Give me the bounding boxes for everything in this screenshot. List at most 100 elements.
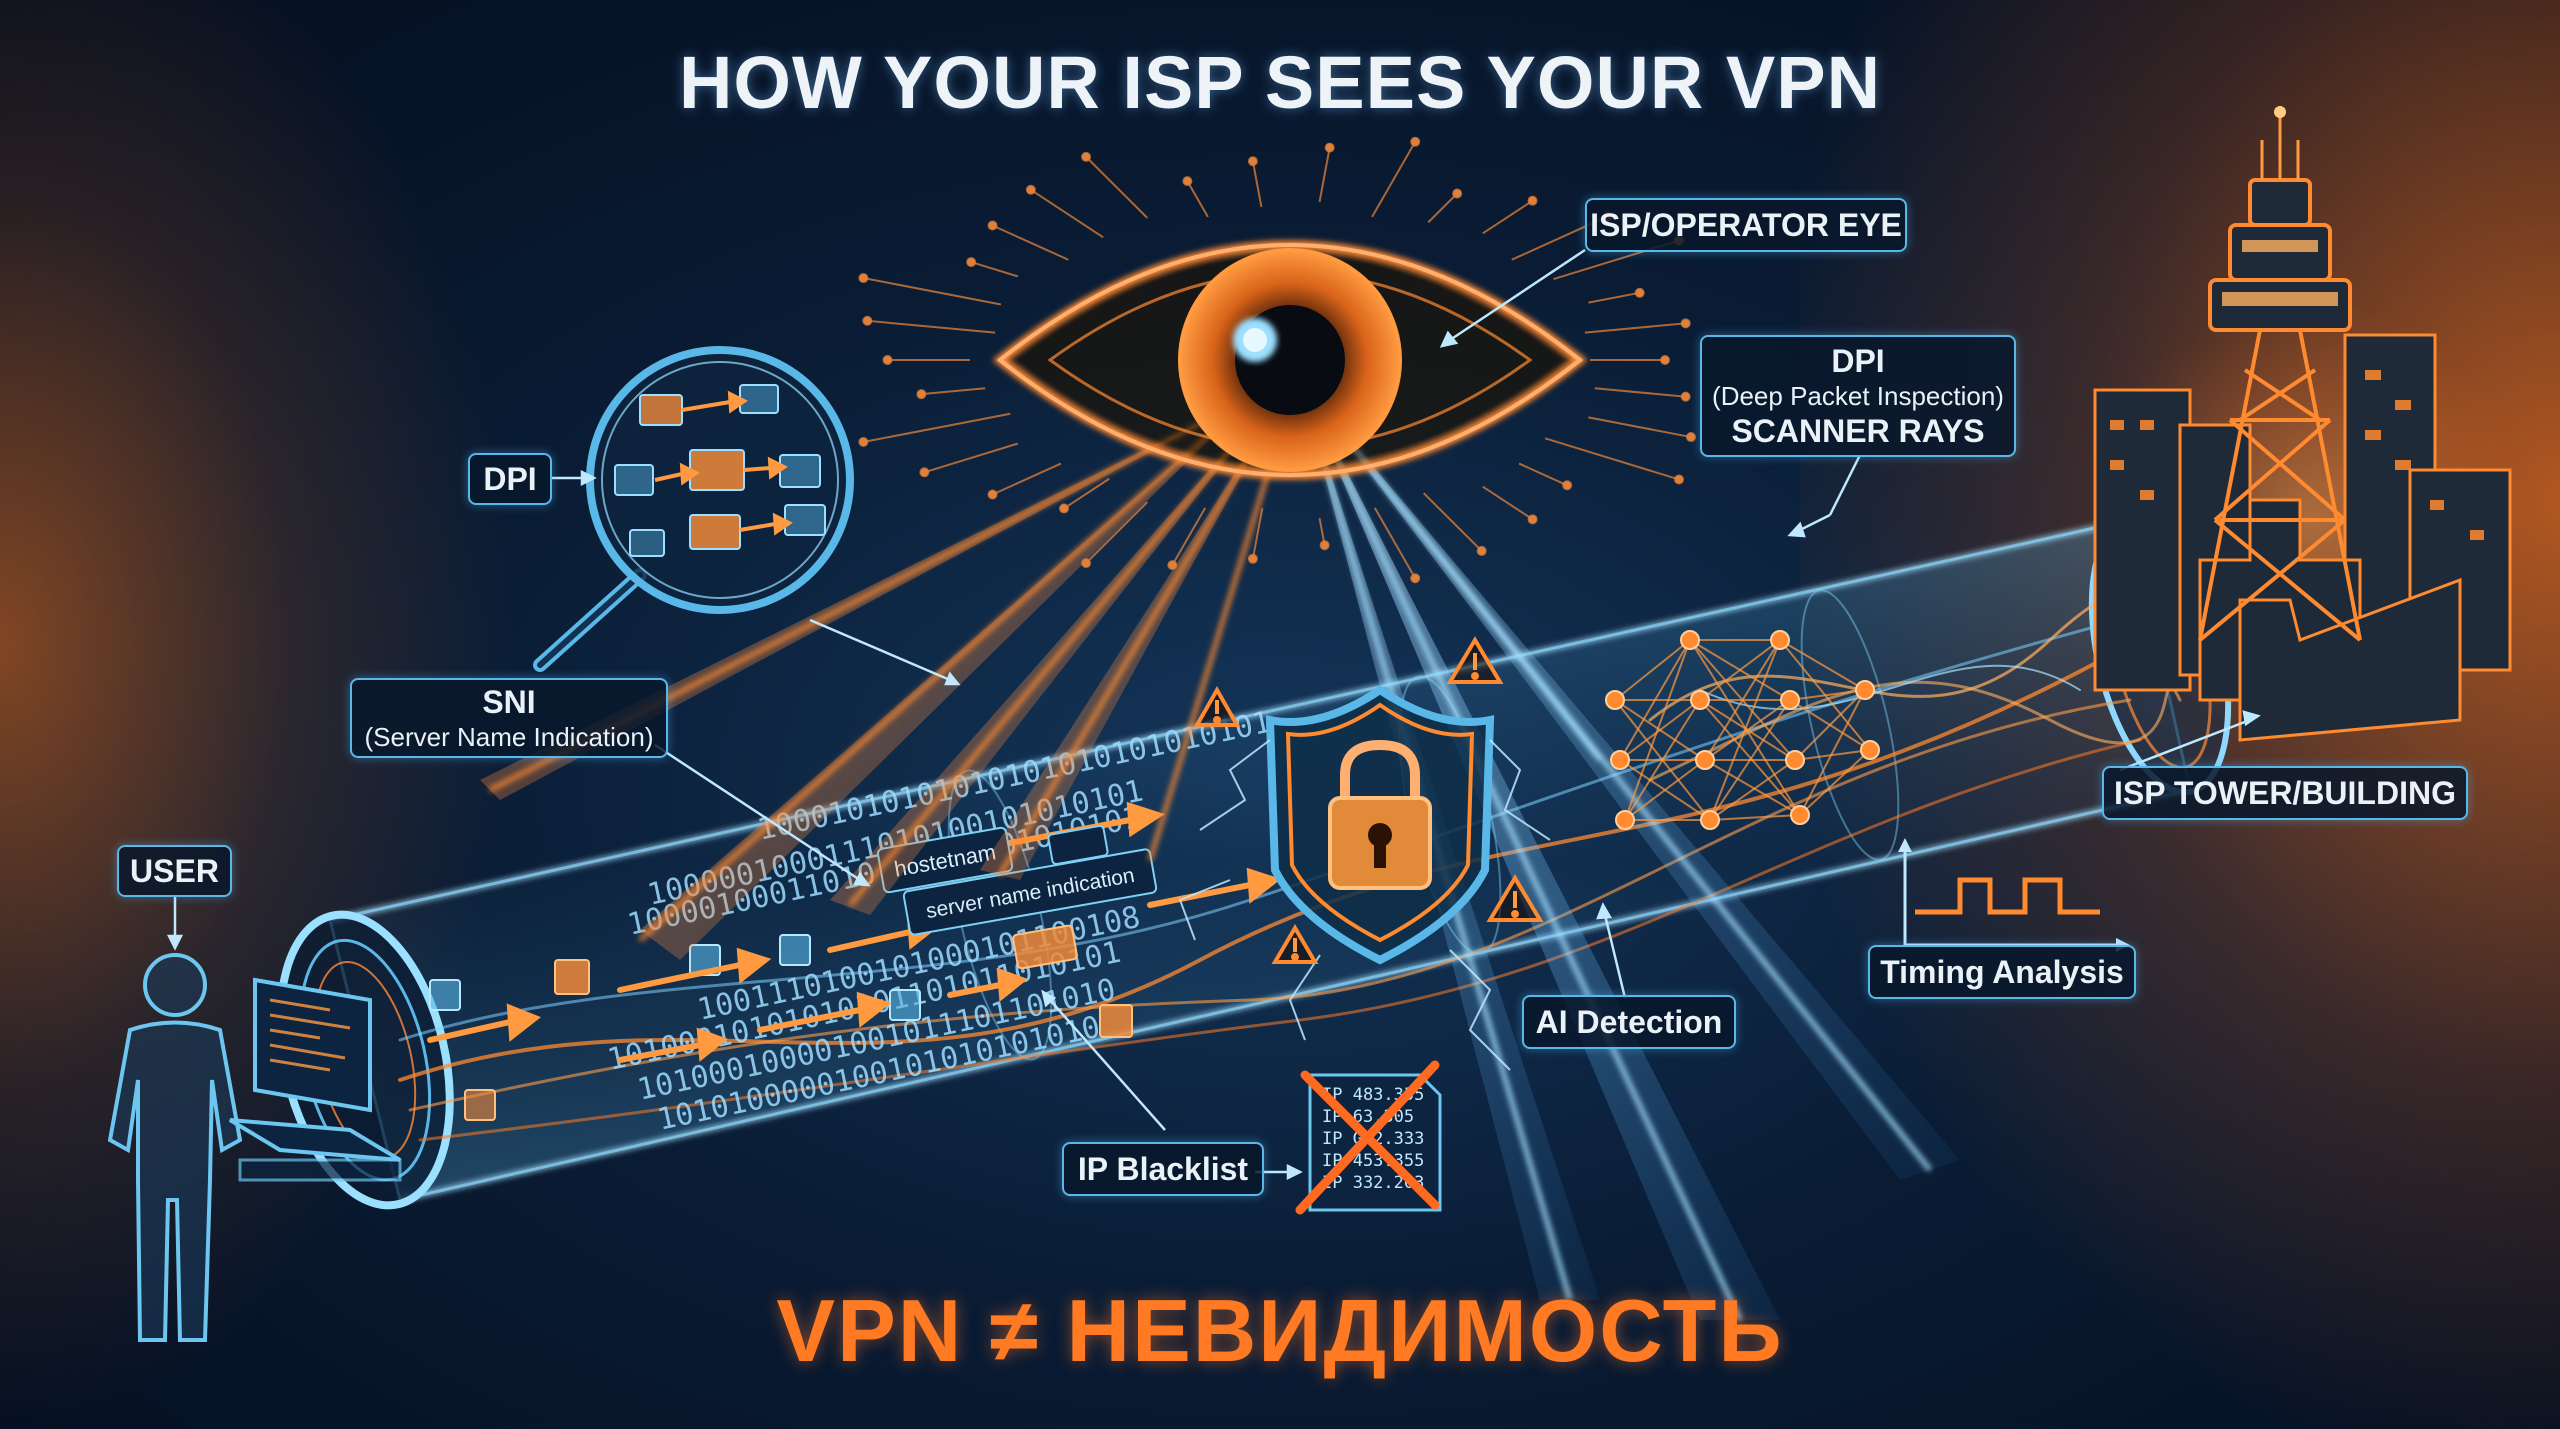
circuit-node bbox=[1673, 474, 1684, 485]
neural-edge bbox=[1794, 689, 1866, 761]
circuit-node bbox=[1182, 176, 1193, 187]
circuit-node bbox=[1081, 558, 1092, 569]
warning-icon bbox=[1193, 685, 1241, 727]
circuit-node bbox=[1081, 151, 1092, 162]
label-dpi-rays-title: DPI bbox=[1831, 343, 1885, 379]
label-timing-text: Timing Analysis bbox=[1880, 953, 2124, 990]
circuit-trace bbox=[1427, 192, 1458, 224]
neural-node bbox=[1690, 690, 1710, 710]
label-sni-title: SNI bbox=[482, 684, 536, 720]
label-user: USER bbox=[117, 845, 232, 897]
neural-node bbox=[1615, 810, 1635, 830]
warning-icon bbox=[1271, 924, 1319, 964]
circuit-trace bbox=[921, 387, 986, 396]
connectors bbox=[166, 248, 2261, 1181]
circuit-node bbox=[858, 436, 869, 447]
circuit-node bbox=[1324, 142, 1335, 153]
neural-node bbox=[1780, 690, 1800, 710]
neural-edge bbox=[1799, 749, 1871, 816]
neural-node bbox=[1700, 810, 1720, 830]
neural-edge bbox=[1799, 689, 1866, 816]
neural-edge bbox=[1789, 689, 1866, 701]
neural-node bbox=[1855, 680, 1875, 700]
circuit-node bbox=[1527, 195, 1538, 206]
neural-edge bbox=[1699, 639, 1781, 701]
circuit-trace bbox=[1251, 507, 1264, 559]
neural-edge bbox=[1624, 759, 1706, 821]
circuit-node bbox=[1319, 540, 1330, 551]
label-dpi-rays-main: SCANNER RAYS bbox=[1731, 413, 1985, 449]
circuit-node bbox=[1634, 287, 1645, 298]
neural-node bbox=[1695, 750, 1715, 770]
circuit-trace bbox=[1373, 507, 1417, 579]
neural-edge bbox=[1709, 639, 1781, 821]
circuit-trace bbox=[1588, 416, 1692, 439]
circuit-node bbox=[882, 355, 893, 365]
neural-edge bbox=[1704, 699, 1791, 761]
circuit-node bbox=[1562, 480, 1573, 491]
circuit-node bbox=[1685, 432, 1696, 443]
neural-edge bbox=[1779, 639, 1866, 691]
circuit-trace bbox=[992, 462, 1062, 496]
circuit-trace bbox=[863, 277, 1002, 306]
circuit-trace bbox=[1584, 322, 1686, 334]
circuit-trace bbox=[1318, 147, 1331, 203]
packet-flow: hostetnam server name indication bbox=[427, 801, 1282, 1121]
shield-lock-icon bbox=[1178, 685, 1551, 1071]
circuit-trace bbox=[992, 224, 1069, 261]
neural-edge bbox=[1619, 639, 1691, 761]
circuit-node bbox=[1059, 503, 1070, 514]
neural-node bbox=[1770, 630, 1790, 650]
cross-icon bbox=[1295, 1060, 1440, 1215]
neural-edge bbox=[1619, 699, 1701, 761]
circuit-node bbox=[1247, 156, 1258, 167]
neural-edge bbox=[1624, 699, 1701, 821]
neural-node bbox=[1610, 750, 1630, 770]
circuit-trace bbox=[924, 442, 1019, 474]
label-isp-eye: ISP/OPERATOR EYE bbox=[1585, 198, 1907, 252]
circuit-node bbox=[1452, 188, 1463, 199]
circuit-trace bbox=[1588, 291, 1640, 304]
label-user-text: USER bbox=[130, 852, 219, 889]
label-isp-tower-text: ISP TOWER/BUILDING bbox=[2114, 774, 2456, 811]
magnifier-icon bbox=[533, 346, 854, 672]
circuit-trace bbox=[1171, 507, 1207, 566]
neural-edge bbox=[1614, 639, 1691, 701]
page-title: HOW YOUR ISP SEES YOUR VPN bbox=[678, 41, 1882, 124]
neural-edge bbox=[1709, 699, 1791, 821]
circuit-node bbox=[1025, 184, 1036, 195]
circuit-trace bbox=[1482, 485, 1534, 521]
circuit-trace bbox=[970, 261, 1019, 278]
label-ai-detection-text: AI Detection bbox=[1535, 1003, 1723, 1040]
neural-network-icon bbox=[1605, 630, 1880, 830]
circuit-trace bbox=[1030, 188, 1104, 239]
circuit-node bbox=[966, 257, 977, 268]
neural-edge bbox=[1709, 759, 1796, 821]
neural-node bbox=[1605, 690, 1625, 710]
circuit-node bbox=[916, 389, 927, 400]
circuit-node bbox=[1247, 553, 1258, 564]
circuit-node bbox=[987, 220, 998, 231]
circuit-node bbox=[1680, 318, 1691, 329]
label-dpi-rays-sub: (Deep Packet Inspection) bbox=[1712, 381, 2004, 411]
circuit-trace bbox=[1518, 462, 1568, 487]
neural-edge bbox=[1704, 639, 1781, 761]
circuit-node bbox=[1660, 355, 1670, 365]
circuit-node bbox=[858, 273, 869, 284]
label-dpi-left: DPI bbox=[468, 453, 552, 505]
warning-icon bbox=[1446, 636, 1504, 684]
neural-edge bbox=[1794, 749, 1871, 761]
neural-edge bbox=[1624, 639, 1691, 821]
label-ai-detection: AI Detection bbox=[1522, 995, 1736, 1049]
circuit-trace bbox=[1085, 501, 1149, 564]
warning-icon bbox=[1486, 874, 1544, 922]
circuit-trace bbox=[1186, 180, 1209, 218]
circuit-node bbox=[1680, 391, 1691, 402]
neural-node bbox=[1790, 805, 1810, 825]
circuit-node bbox=[1167, 560, 1178, 571]
label-dpi-rays: DPI (Deep Packet Inspection) SCANNER RAY… bbox=[1700, 335, 2016, 457]
circuit-trace bbox=[1251, 161, 1263, 208]
neural-node bbox=[1785, 750, 1805, 770]
circuit-trace bbox=[867, 319, 996, 334]
label-dpi-left-text: DPI bbox=[483, 460, 537, 497]
